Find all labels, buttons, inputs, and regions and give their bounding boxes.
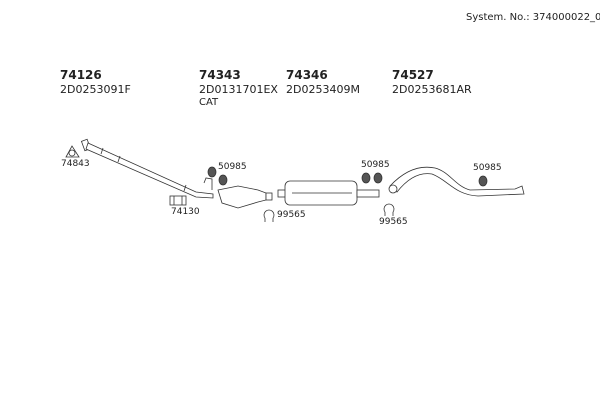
callout-hanger-1[interactable]: 50985 [218,162,247,172]
part-code-catalyst: 2D0131701EX [199,83,278,96]
callout-hanger-2[interactable]: 50985 [361,160,390,170]
hanger-50985-a[interactable] [207,166,228,186]
part-number-front-pipe[interactable]: 74126 [60,68,102,82]
part-code-tail-pipe: 2D0253681AR [392,83,472,96]
callout-clamp-front[interactable]: 74130 [171,207,200,217]
callout-clamp-1[interactable]: 99565 [277,210,306,220]
front-pipe-74126[interactable] [80,138,214,199]
catalytic-converter-74343[interactable] [217,185,273,209]
callout-gasket[interactable]: 74843 [61,159,90,169]
part-number-tail-pipe[interactable]: 74527 [392,68,434,82]
clamp-99565-a[interactable] [263,209,275,222]
gasket-hole [68,149,76,157]
callout-clamp-2[interactable]: 99565 [379,217,408,227]
tail-pipe-74527[interactable] [388,166,525,197]
part-number-muffler[interactable]: 74346 [286,68,328,82]
muffler-74346[interactable] [277,180,380,206]
part-code-muffler: 2D0253409M [286,83,360,96]
part-note-catalyst: CAT [199,97,219,108]
clamp-74130[interactable] [169,195,187,206]
system-number: System. No.: 374000022_01 [466,12,600,23]
callout-hanger-3[interactable]: 50985 [473,163,502,173]
hanger-50985-b[interactable] [361,172,383,184]
hanger-50985-c[interactable] [478,175,488,187]
clamp-99565-b[interactable] [383,203,395,216]
part-code-front-pipe: 2D0253091F [60,83,131,96]
part-number-catalyst[interactable]: 74343 [199,68,241,82]
